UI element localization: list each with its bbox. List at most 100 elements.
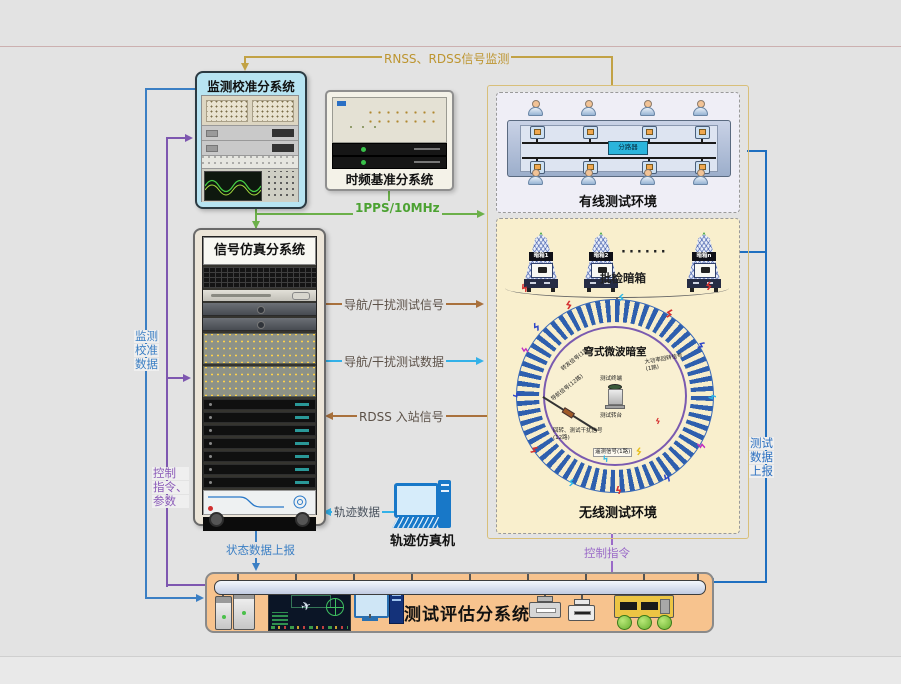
- top-divider: [0, 46, 901, 47]
- amplifier-unit: [203, 476, 316, 488]
- chamber-telemetry-label: 遥测信号(1路): [593, 448, 633, 457]
- device-stub: [581, 593, 583, 601]
- unit-display: [414, 148, 440, 150]
- tester-icon: [693, 169, 708, 188]
- testreport-branch-wireless: [738, 251, 767, 253]
- printer-icon: [568, 599, 595, 621]
- response-curve: [208, 495, 307, 509]
- drop-wire: [536, 136, 538, 144]
- amplifier-unit: [203, 437, 316, 449]
- tester-icon: [581, 169, 596, 188]
- status-label: 状态数据上报: [224, 542, 297, 558]
- bus-tick: [697, 574, 699, 580]
- trajectory-machine-label: 轨迹仿真机: [390, 534, 456, 549]
- meter-display: [272, 128, 294, 137]
- bus-tick: [469, 574, 471, 580]
- port-node-icon: [637, 615, 652, 630]
- amplifier-unit: [203, 463, 316, 475]
- bus-tick: [411, 574, 413, 580]
- amplifier-unit: [203, 424, 316, 436]
- dark-box: 暗箱2: [583, 228, 619, 292]
- instrument-leds: [345, 122, 385, 132]
- network-switch-icon: [614, 595, 674, 618]
- tester-icon: [640, 100, 655, 119]
- status-strip: [271, 626, 348, 629]
- terminal-icon: [695, 126, 710, 139]
- monitor-calib-title: 监测校准分系统: [207, 79, 295, 94]
- tower-slot: [392, 599, 401, 601]
- test-terminal-icon: [605, 384, 625, 412]
- rnss-label: RNSS、RDSS信号监测: [382, 50, 512, 67]
- controlcmd-label: 控制指令: [582, 545, 632, 561]
- dark-box: 暗箱n: [686, 228, 722, 292]
- calibdata-label-line: 数据: [134, 357, 159, 371]
- server-unit: [203, 303, 316, 316]
- bus-tick: [237, 574, 239, 580]
- calibdata-label: 监测 校准 数据: [134, 329, 159, 372]
- amp-display: [295, 402, 309, 406]
- caster-wheel: [209, 512, 224, 527]
- terminal-icon: [642, 126, 657, 139]
- amp-display: [295, 480, 309, 484]
- turntable-label: 测试转台: [600, 413, 623, 419]
- computer-tower: [438, 480, 451, 528]
- controlparam-label-line: 控制: [152, 467, 189, 480]
- terminal-icon: [530, 126, 545, 139]
- calibdata-line-top: [145, 88, 196, 90]
- splitter-box: 分路器: [608, 141, 648, 155]
- test-bench: 分路器: [507, 120, 731, 177]
- bus-tick: [295, 574, 297, 580]
- amplifier-unit: [203, 411, 316, 423]
- testreport-label: 测试 数据 上报: [749, 436, 774, 479]
- navsignal-label: 导航/干扰测试信号: [342, 296, 447, 313]
- switch-unit: [202, 156, 298, 169]
- server-tower-icon: [233, 592, 255, 630]
- chamber-title: 穹式微波暗室: [583, 346, 647, 358]
- meter-knob: [206, 130, 218, 137]
- drop-wire: [589, 136, 591, 144]
- rnss-line-down-right: [611, 56, 613, 86]
- dark-box-window: [591, 263, 613, 278]
- tester-icon: [581, 100, 596, 119]
- anechoic-chamber: 穹式微波暗室 转发信号(1路) 导航信号(12路) 大功率回转信号(1路) 回转…: [512, 292, 716, 496]
- wireless-env-title: 无线测试环境: [578, 506, 657, 521]
- port-node-icon: [657, 615, 672, 630]
- dark-box-window: [694, 263, 716, 278]
- rubidium-unit: [332, 143, 447, 156]
- meter-knob: [206, 145, 218, 152]
- tower-slot: [440, 484, 449, 486]
- amp-display: [295, 415, 309, 419]
- drive-slot: [211, 294, 271, 297]
- computer-keyboard: [392, 517, 442, 528]
- bus-bar: [214, 580, 706, 595]
- switch-display: [641, 602, 658, 610]
- oscilloscope-buttons: [264, 171, 296, 199]
- signal-sim-subsystem: 信号仿真分系统: [193, 228, 326, 531]
- rnss-line-down-left: [244, 56, 246, 66]
- pps-line-calib: [255, 204, 257, 229]
- drive-button: [292, 292, 310, 300]
- signal-bolt-icon: ϟ: [530, 320, 543, 335]
- controlparam-label-line: 指令、: [152, 480, 189, 494]
- power-led: [361, 147, 366, 152]
- printer-body: [529, 602, 561, 618]
- terminal-label: 测试终端: [600, 376, 623, 382]
- monitor-stand: [369, 614, 371, 618]
- signal-bolt-icon: ϟ: [527, 443, 543, 456]
- testreport-label-line: 测试: [749, 436, 774, 450]
- eval-subsystem: ✈ 测试评估分系统: [205, 572, 714, 633]
- led-matrix-unit: [203, 333, 316, 364]
- amp-led: [209, 441, 212, 445]
- bus-tick: [353, 574, 355, 580]
- tester-icon: [528, 169, 543, 188]
- radar-dial-icon: [326, 598, 344, 616]
- drop-wire: [701, 136, 703, 144]
- device-stub: [222, 593, 224, 597]
- testreport-line-vertical: [765, 150, 767, 583]
- amplifier-unit: [203, 450, 316, 462]
- rdss-arrowhead: [321, 411, 333, 420]
- bus-tick: [585, 574, 587, 580]
- amp-display: [295, 454, 309, 458]
- signal-bolt-icon: ϟ: [693, 439, 709, 452]
- tester-icon: [528, 100, 543, 119]
